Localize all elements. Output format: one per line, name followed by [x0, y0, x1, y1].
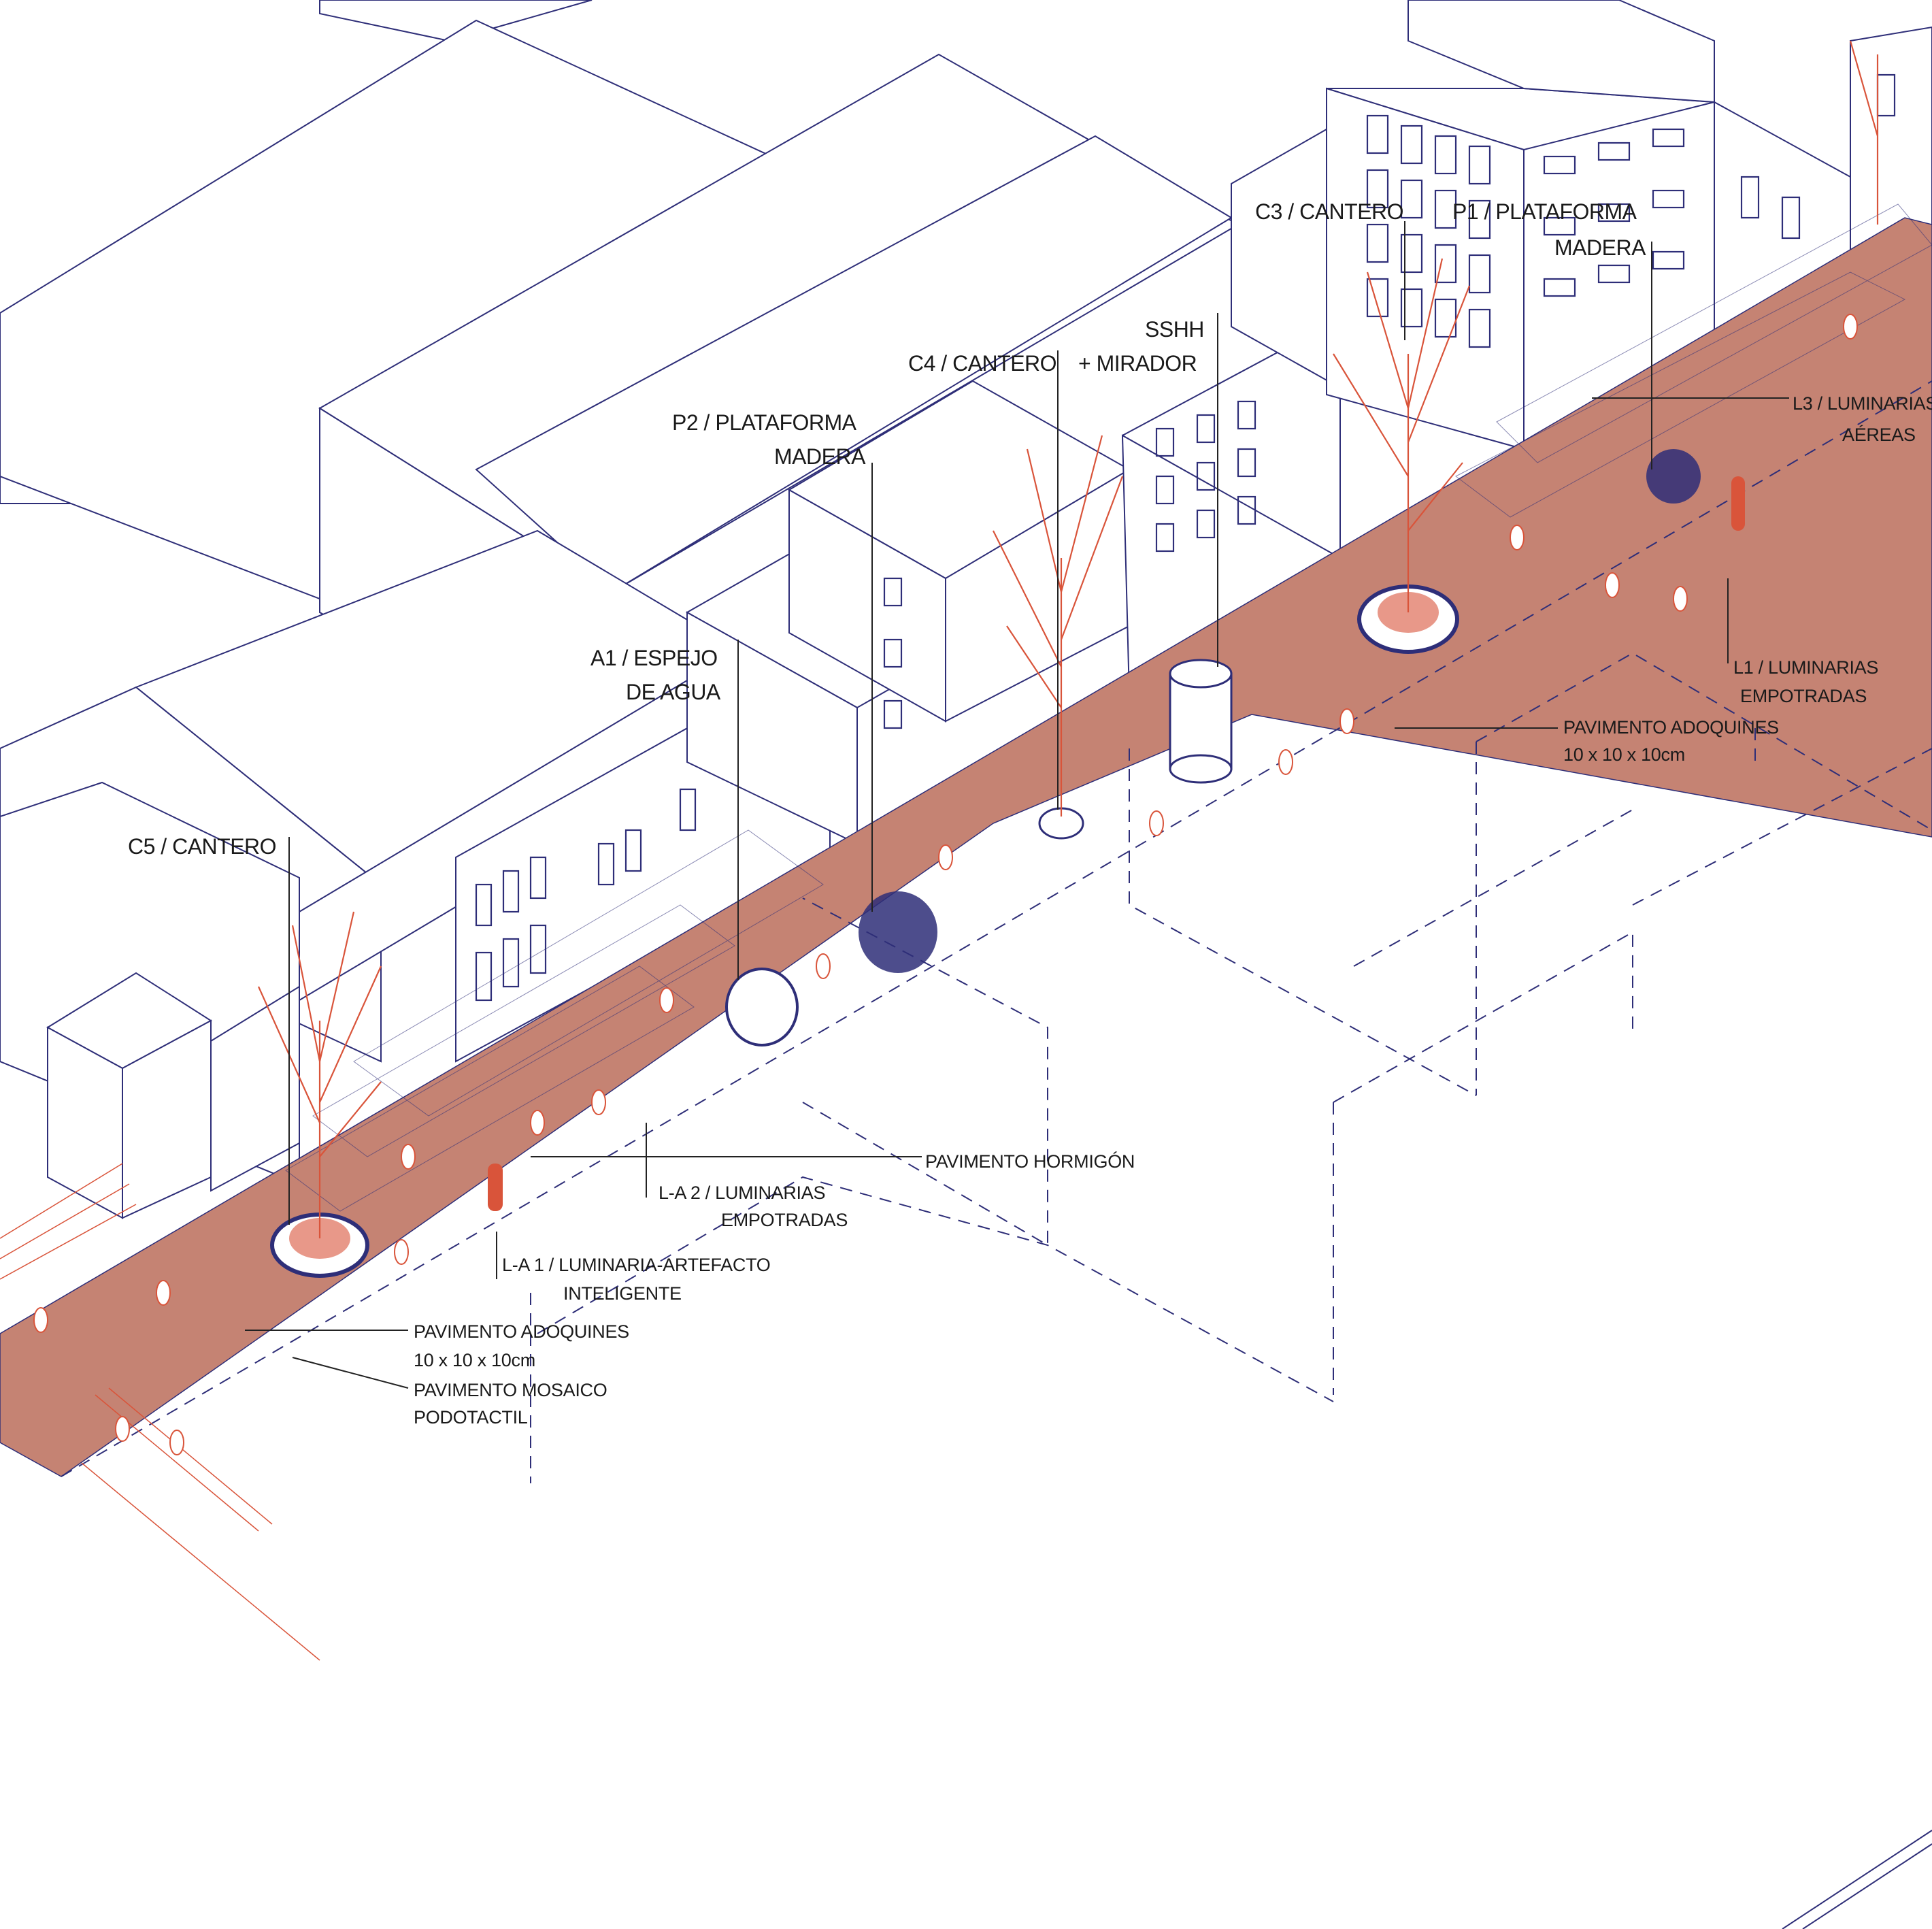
people — [33, 314, 1858, 1455]
label-pavimento-adoquines-right: PAVIMENTO ADOQUINES — [1563, 717, 1779, 738]
label-a1-de-agua: DE AGUA — [626, 680, 721, 704]
label-p1-madera: MADERA — [1554, 235, 1646, 260]
label-pavimento-mosaico: PAVIMENTO MOSAICO — [414, 1380, 607, 1400]
street — [0, 203, 1932, 1477]
label-la1-inteligente: INTELIGENTE — [563, 1283, 682, 1304]
label-adoquines-size-right: 10 x 10 x 10cm — [1563, 744, 1685, 765]
label-pavimento-adoquines-left: PAVIMENTO ADOQUINES — [414, 1321, 629, 1342]
rail — [1782, 1830, 1932, 1929]
label-l1-empotradas: EMPOTRADAS — [1740, 686, 1867, 706]
label-l3-luminarias: L3 / LUMINARIAS — [1793, 393, 1932, 414]
label-p1-plataforma: P1 / PLATAFORMA — [1452, 199, 1637, 224]
leader-lines — [245, 221, 1789, 1389]
ground-dashed-volumes — [530, 652, 1932, 1483]
label-sshh: SSHH — [1145, 317, 1204, 342]
label-l3-aereas: AÉREAS — [1842, 425, 1916, 445]
label-p2-madera: MADERA — [774, 444, 866, 469]
label-pavimento-hormigon: PAVIMENTO HORMIGÓN — [925, 1151, 1135, 1172]
label-adoquines-size-left: 10 x 10 x 10cm — [414, 1350, 535, 1370]
label-l1-luminarias: L1 / LUMINARIAS — [1733, 657, 1878, 678]
label-podotactil: PODOTACTIL — [414, 1407, 528, 1428]
label-mirador: + MIRADOR — [1078, 351, 1197, 376]
label-c3-cantero: C3 / CANTERO — [1255, 199, 1403, 224]
label-p2-plataforma: P2 / PLATAFORMA — [672, 410, 857, 435]
label-la1-luminaria: L-A 1 / LUMINARIA-ARTEFACTO — [502, 1255, 771, 1275]
label-a1-espejo: A1 / ESPEJO — [590, 646, 718, 670]
label-la2-luminarias: L-A 2 / LUMINARIAS — [659, 1183, 825, 1203]
label-c5-cantero: C5 / CANTERO — [128, 834, 276, 859]
labels: C3 / CANTERO P1 / PLATAFORMA MADERA SSHH… — [128, 199, 1932, 1428]
label-la2-empotradas: EMPOTRADAS — [721, 1210, 848, 1230]
label-c4-cantero: C4 / CANTERO — [908, 351, 1056, 376]
trees — [257, 40, 1879, 1238]
buildings — [0, 0, 1932, 1219]
